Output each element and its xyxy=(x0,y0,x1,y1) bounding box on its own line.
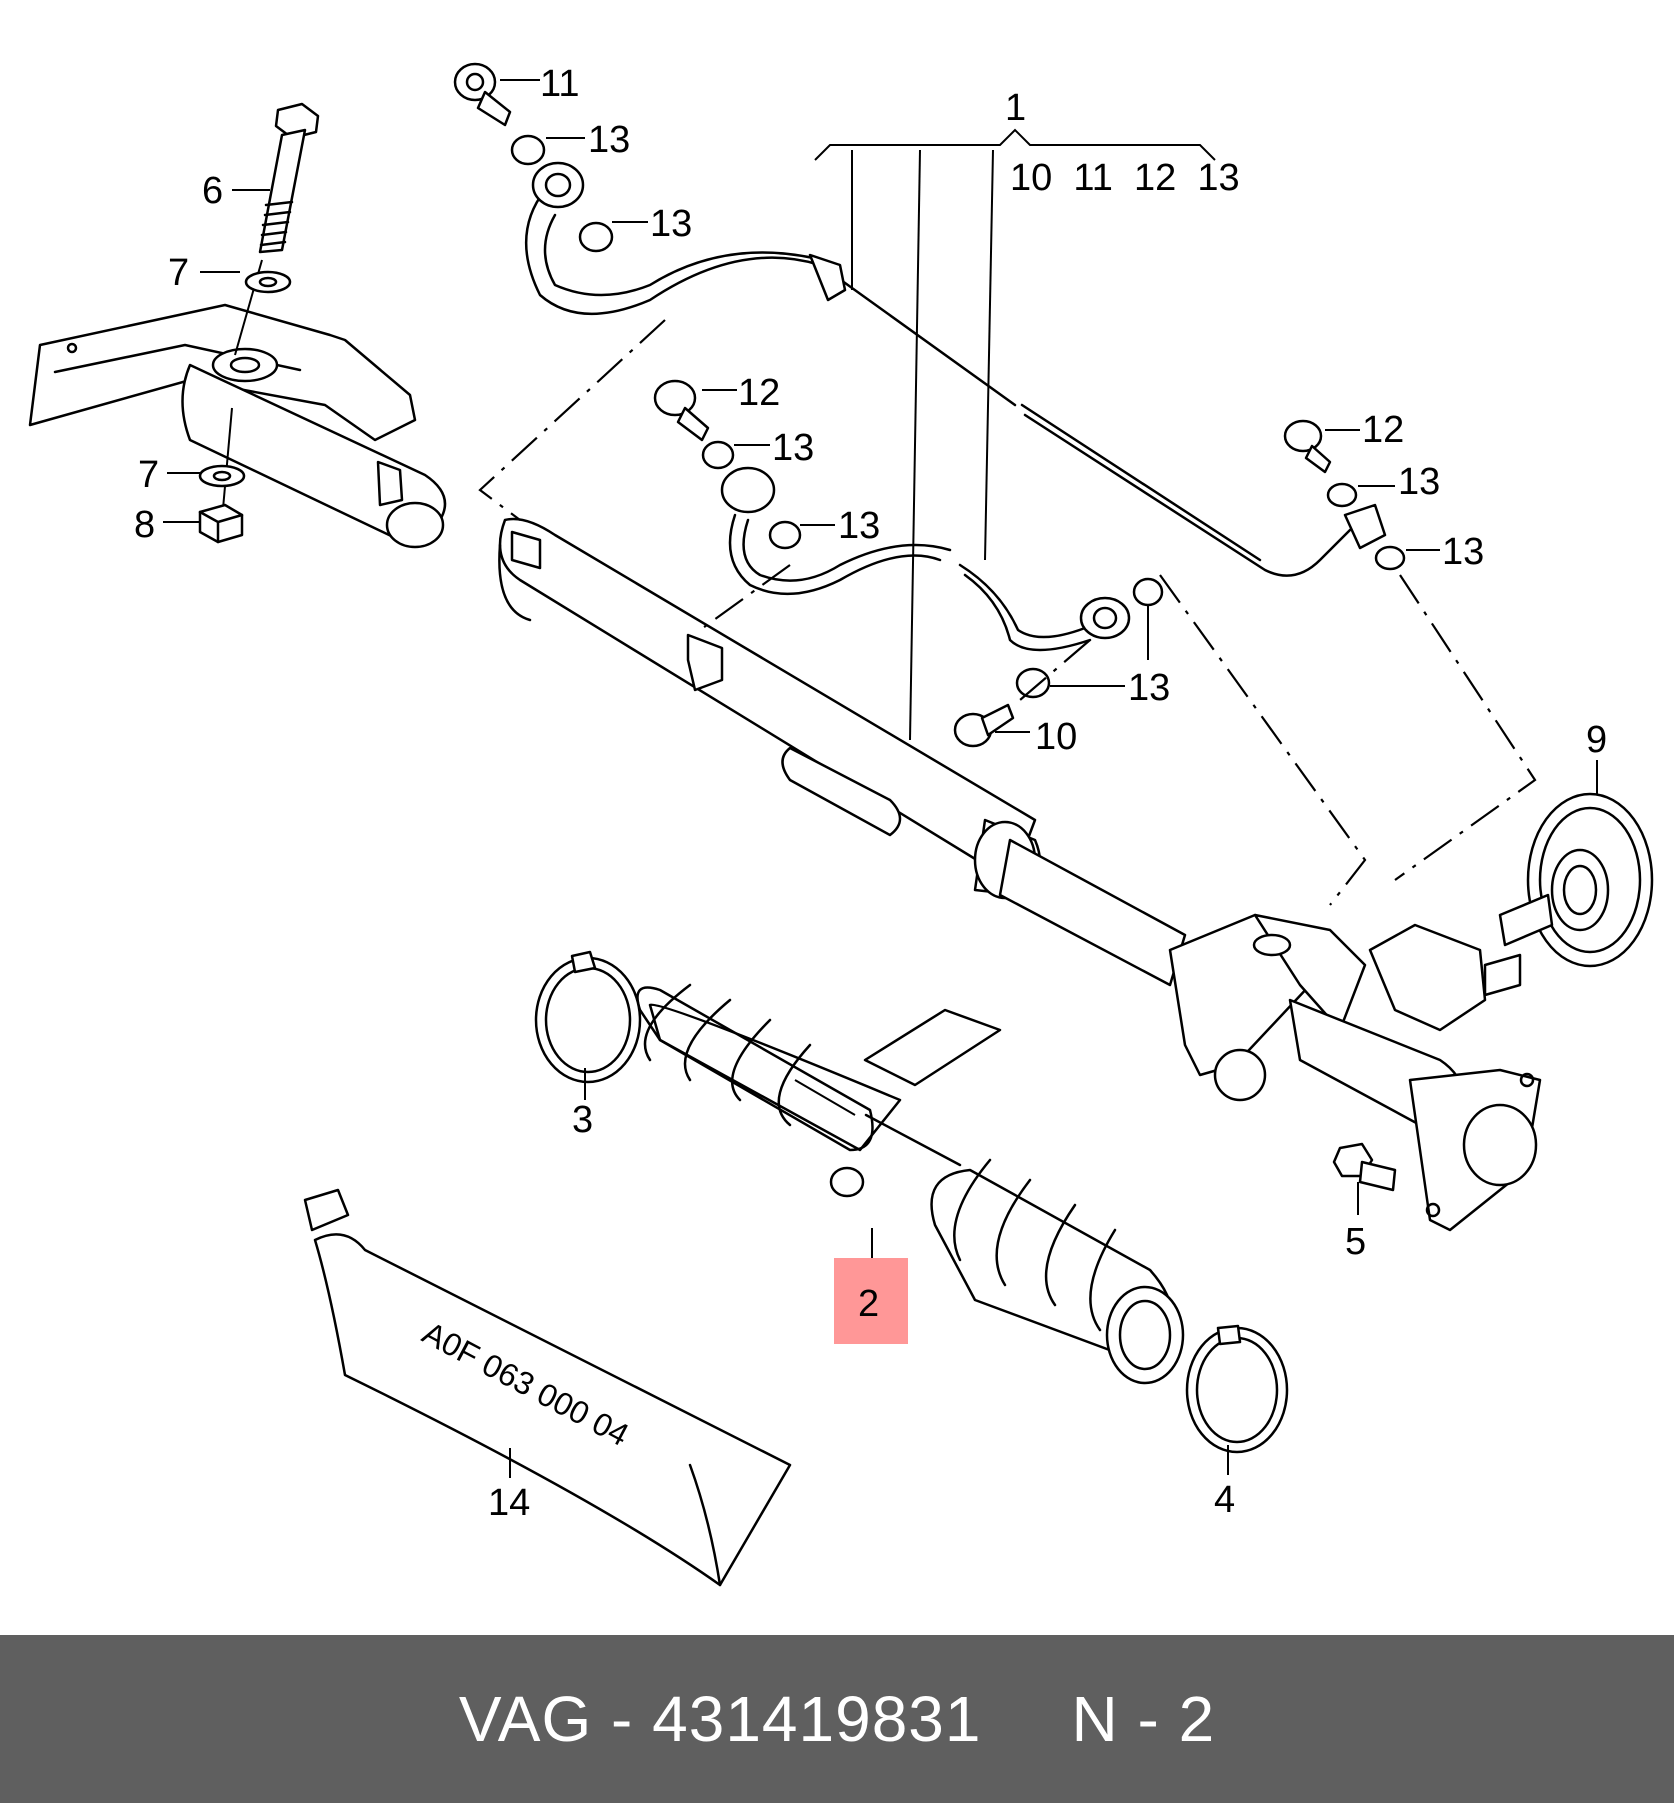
banjo-bolt-10 xyxy=(953,703,1015,748)
ring-13-a xyxy=(510,134,546,166)
washer-7-upper xyxy=(244,270,292,294)
footer-brand: VAG xyxy=(458,1683,593,1755)
footer-space-1 xyxy=(592,1682,611,1756)
grease-tube-14 xyxy=(303,1188,792,1587)
fitting-right-middle xyxy=(1079,596,1131,640)
footer-space-2 xyxy=(633,1682,652,1756)
callout-11: 11 xyxy=(540,63,579,105)
ring-13-f xyxy=(1374,545,1406,571)
callout-13-e: 13 xyxy=(1398,461,1440,503)
callout-10: 10 xyxy=(1035,716,1077,758)
exploded-parts-diagram: 1 10 11 12 13 11 13 13 6 7 7 8 12 13 13 … xyxy=(28,62,1654,1587)
callout-12-center: 12 xyxy=(738,372,780,414)
callout-13-b: 13 xyxy=(650,203,692,245)
callout-3: 3 xyxy=(572,1099,593,1141)
callout-13-f: 13 xyxy=(1442,531,1484,573)
callout-7-upper: 7 xyxy=(168,252,189,294)
ring-13-c xyxy=(701,440,735,470)
fitting-center xyxy=(720,466,776,514)
callout-8: 8 xyxy=(134,504,155,546)
steering-boot-2 xyxy=(636,983,1185,1385)
highlight-box xyxy=(834,1258,908,1344)
bolt-5 xyxy=(1332,1142,1397,1192)
fitting-right xyxy=(1343,503,1387,550)
steering-rack-housing xyxy=(498,517,1542,1232)
callout-13-d: 13 xyxy=(838,505,880,547)
clamp-4 xyxy=(1185,1324,1289,1454)
callout-7-lower: 7 xyxy=(138,454,159,496)
ring-13-e xyxy=(1326,482,1358,508)
callout-9: 9 xyxy=(1586,719,1607,761)
callout-2: 2 xyxy=(858,1283,879,1325)
leader-lines xyxy=(163,79,1598,1478)
callout-13-c: 13 xyxy=(772,427,814,469)
clamp-3 xyxy=(534,950,642,1084)
footer-part-number: 431419831 xyxy=(652,1683,982,1755)
ring-13-d xyxy=(768,520,802,550)
callout-13-g: 13 xyxy=(1128,667,1170,709)
ring-13-h xyxy=(1015,667,1051,699)
nut-8 xyxy=(198,503,244,544)
banjo-bolt-12-center xyxy=(653,379,710,442)
bolt-6 xyxy=(258,102,320,254)
banjo-bolt-12-right xyxy=(1283,419,1332,474)
ring-13-b xyxy=(578,221,614,253)
callout-1: 1 xyxy=(1005,87,1026,129)
callout-1-sub: 10 11 12 13 xyxy=(1010,157,1240,199)
ring-13-g xyxy=(1132,577,1164,607)
callout-14: 14 xyxy=(488,1482,530,1524)
callout-13-a: 13 xyxy=(588,119,630,161)
footer-separator: - xyxy=(611,1683,634,1755)
footer-position: N - 2 xyxy=(1071,1683,1216,1755)
fitting-upper xyxy=(531,161,585,209)
banjo-bolt-11 xyxy=(453,62,512,127)
callout-4: 4 xyxy=(1214,1479,1235,1521)
hydraulic-line-lower xyxy=(728,513,1092,652)
callout-5: 5 xyxy=(1345,1221,1366,1263)
callout-6: 6 xyxy=(202,170,223,212)
dash-dot-lines xyxy=(478,319,1537,906)
hydraulic-line-upper xyxy=(524,188,1352,577)
washer-7-lower xyxy=(198,464,246,488)
mounting-bracket xyxy=(28,303,447,549)
seal-9 xyxy=(1498,792,1654,968)
callout-12-right: 12 xyxy=(1362,409,1404,451)
part-number-footer: VAG - 431419831 N - 2 xyxy=(0,1635,1674,1803)
